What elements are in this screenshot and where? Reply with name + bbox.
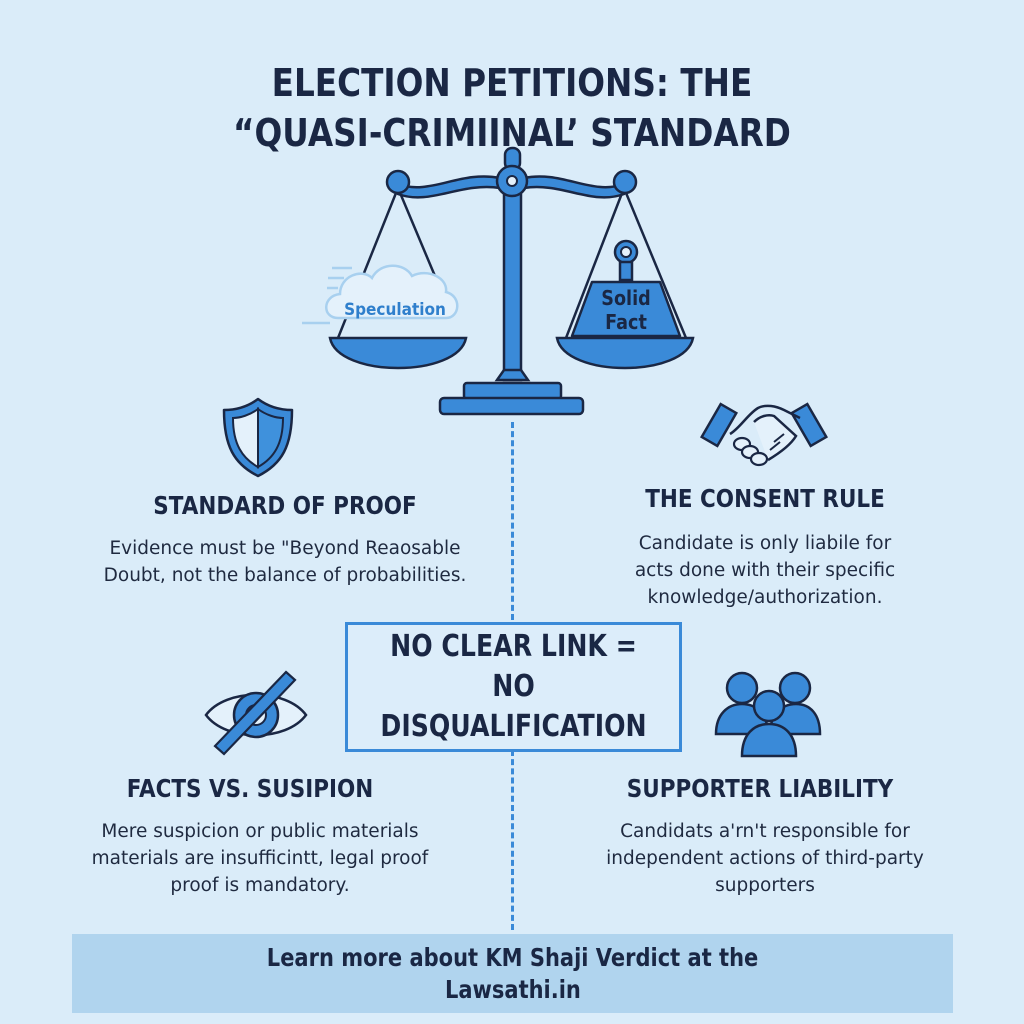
- people-group-icon: [714, 671, 822, 758]
- body-line: Evidence must be "Beyond Reaosable: [109, 538, 461, 559]
- footer-line-1: Learn more about KM Shaji Verdict at the: [266, 942, 759, 972]
- supporter-liability-body: Candidats a'rn't responsible for indepen…: [560, 818, 970, 899]
- consent-rule-heading: THE CONSENT RULE: [645, 484, 885, 513]
- callout-line-2: DISQUALIFICATION: [380, 709, 647, 744]
- eye-slash-icon: [204, 670, 308, 756]
- weight-icon: [570, 239, 682, 338]
- body-line: Candidate is only liabile for: [638, 533, 892, 554]
- page-title: ELECTION PETITIONS: THE “QUASI-CRIMIINAL…: [72, 58, 953, 158]
- body-line: independent actions of third-party: [606, 848, 924, 869]
- body-line: Doubt, not the balance of probabilities.: [103, 565, 467, 586]
- conclusion-callout: NO CLEAR LINK = NO DISQUALIFICATION: [345, 622, 682, 752]
- body-line: Mere suspicion or public materials: [101, 821, 419, 842]
- solid-fact-label: Solid Fact: [582, 286, 670, 334]
- handshake-icon: [699, 402, 829, 467]
- solid-fact-line-2: Fact: [605, 310, 647, 334]
- cloud-icon: [302, 264, 459, 325]
- body-line: materials are insufficintt, legal proof: [91, 848, 429, 869]
- solid-fact-line-1: Solid: [601, 286, 651, 310]
- title-line-1: ELECTION PETITIONS: THE: [271, 61, 753, 105]
- facts-vs-suspicion-heading: FACTS VS. SUSIPION: [126, 774, 374, 803]
- body-line: knowledge/authorization.: [647, 587, 883, 608]
- body-line: Candidats a'rn't responsible for: [620, 821, 910, 842]
- speculation-label: Speculation: [344, 300, 446, 320]
- callout-line-1: NO CLEAR LINK = NO: [390, 629, 637, 704]
- footer-link-lawsathi[interactable]: Lawsathi.in: [444, 974, 581, 1004]
- divider-line-bottom: [511, 750, 514, 930]
- standard-of-proof-heading: STANDARD OF PROOF: [153, 491, 417, 520]
- divider-line-top: [511, 422, 514, 620]
- body-line: acts done with their specific: [634, 560, 896, 581]
- consent-rule-body: Candidate is only liabile for acts done …: [560, 530, 970, 611]
- footer-banner: Learn more about KM Shaji Verdict at the…: [72, 934, 953, 1013]
- shield-icon: [222, 397, 294, 478]
- body-line: proof is mandatory.: [170, 875, 350, 896]
- facts-vs-suspicion-body: Mere suspicion or public materials mater…: [40, 818, 480, 899]
- scales-of-justice-icon: [302, 146, 695, 416]
- standard-of-proof-body: Evidence must be "Beyond Reaosable Doubt…: [60, 535, 510, 589]
- body-line: supporters: [715, 875, 815, 896]
- supporter-liability-heading: SUPPORTER LIABILITY: [626, 774, 894, 803]
- callout-text: NO CLEAR LINK = NO DISQUALIFICATION: [374, 627, 652, 747]
